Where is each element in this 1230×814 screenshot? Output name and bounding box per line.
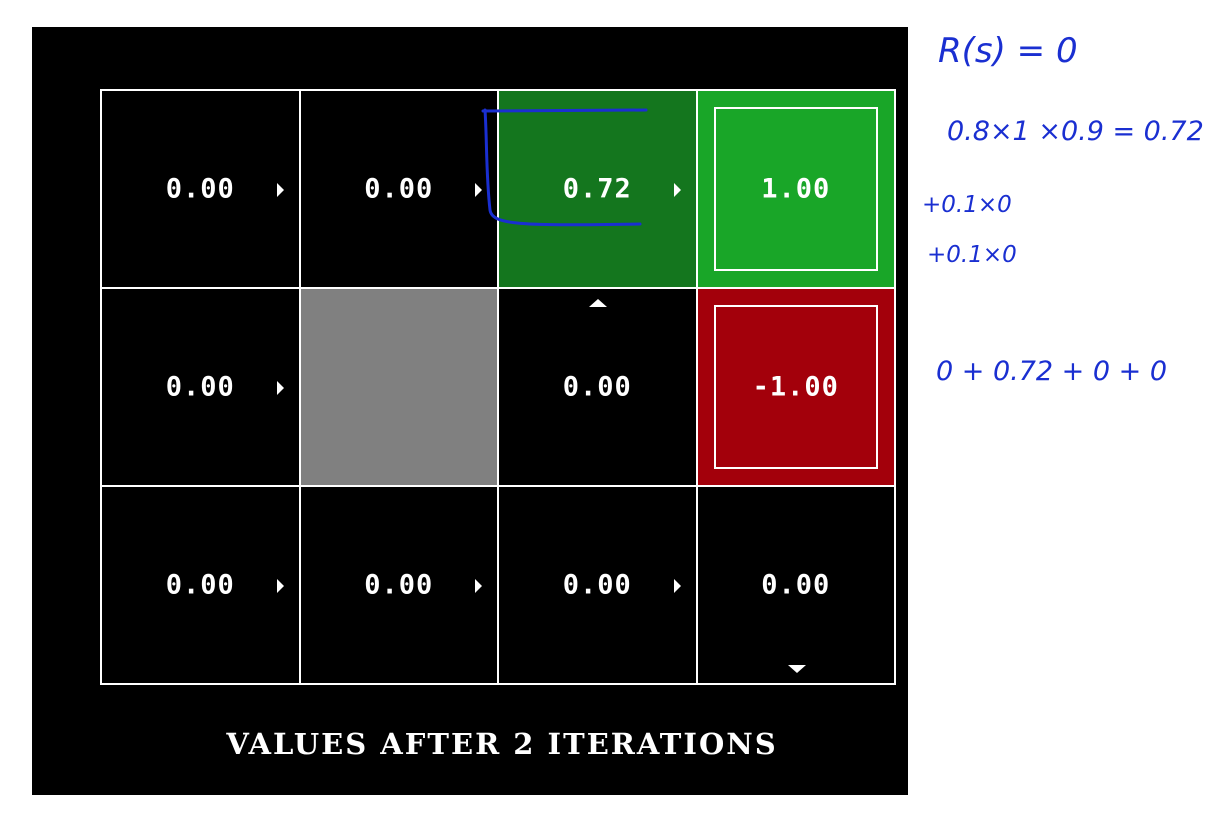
grid-cell-r2-c2: 0.00 (497, 485, 698, 685)
annotation-calc-plus-2: +0.1×0 (927, 242, 1017, 268)
grid-cell-r2-c3: 0.00 (695, 485, 896, 685)
cell-value: 0.00 (562, 371, 632, 403)
grid-cell-r2-c1: 0.00 (298, 485, 499, 685)
annotation-calc-main: 0.8×1 ×0.9 = 0.72 (947, 116, 1204, 147)
policy-arrow-right-icon (276, 579, 284, 593)
cell-value: 0.00 (761, 569, 831, 601)
policy-arrow-up-icon (589, 299, 608, 307)
value-grid: 0.00 0.00 0.72 1.00 0.00 0.00 -1.00 0.00 0.00 0.0… (100, 89, 896, 685)
annotation-calc-plus-1: +0.1×0 (922, 192, 1012, 218)
cell-value: 0.00 (562, 569, 632, 601)
cell-value: 0.00 (364, 173, 434, 205)
grid-cell-r1-c3: -1.00 (695, 287, 896, 487)
policy-arrow-right-icon (673, 579, 681, 593)
cell-value: -1.00 (752, 371, 839, 403)
grid-cell-r0-c1: 0.00 (298, 89, 499, 289)
grid-cell-r0-c3: 1.00 (695, 89, 896, 289)
cell-value: 1.00 (761, 173, 831, 205)
cell-value: 0.72 (562, 173, 632, 205)
policy-arrow-down-icon (787, 665, 806, 673)
annotation-reward: R(s) = 0 (938, 31, 1078, 71)
grid-cell-r0-c0: 0.00 (100, 89, 301, 289)
policy-arrow-right-icon (673, 183, 681, 197)
policy-arrow-right-icon (276, 381, 284, 395)
goal-terminal-frame (713, 107, 878, 271)
annotation-sum: 0 + 0.72 + 0 + 0 (936, 356, 1167, 387)
gridworld-panel: 0.00 0.00 0.72 1.00 0.00 0.00 -1.00 0.00 0.00 0.0… (32, 27, 908, 795)
pit-terminal-frame (713, 305, 878, 469)
cell-value: 0.00 (165, 371, 235, 403)
cell-value: 0.00 (165, 569, 235, 601)
iteration-caption: VALUES AFTER 2 ITERATIONS (226, 727, 778, 761)
cell-value: 0.00 (364, 569, 434, 601)
policy-arrow-right-icon (475, 579, 482, 593)
grid-cell-r2-c0: 0.00 (100, 485, 301, 685)
annotation-highlight-box (481, 108, 648, 227)
policy-arrow-right-icon (475, 183, 482, 197)
grid-cell-r1-c0: 0.00 (100, 287, 301, 487)
cell-value: 0.00 (165, 173, 235, 205)
policy-arrow-right-icon (276, 183, 284, 197)
